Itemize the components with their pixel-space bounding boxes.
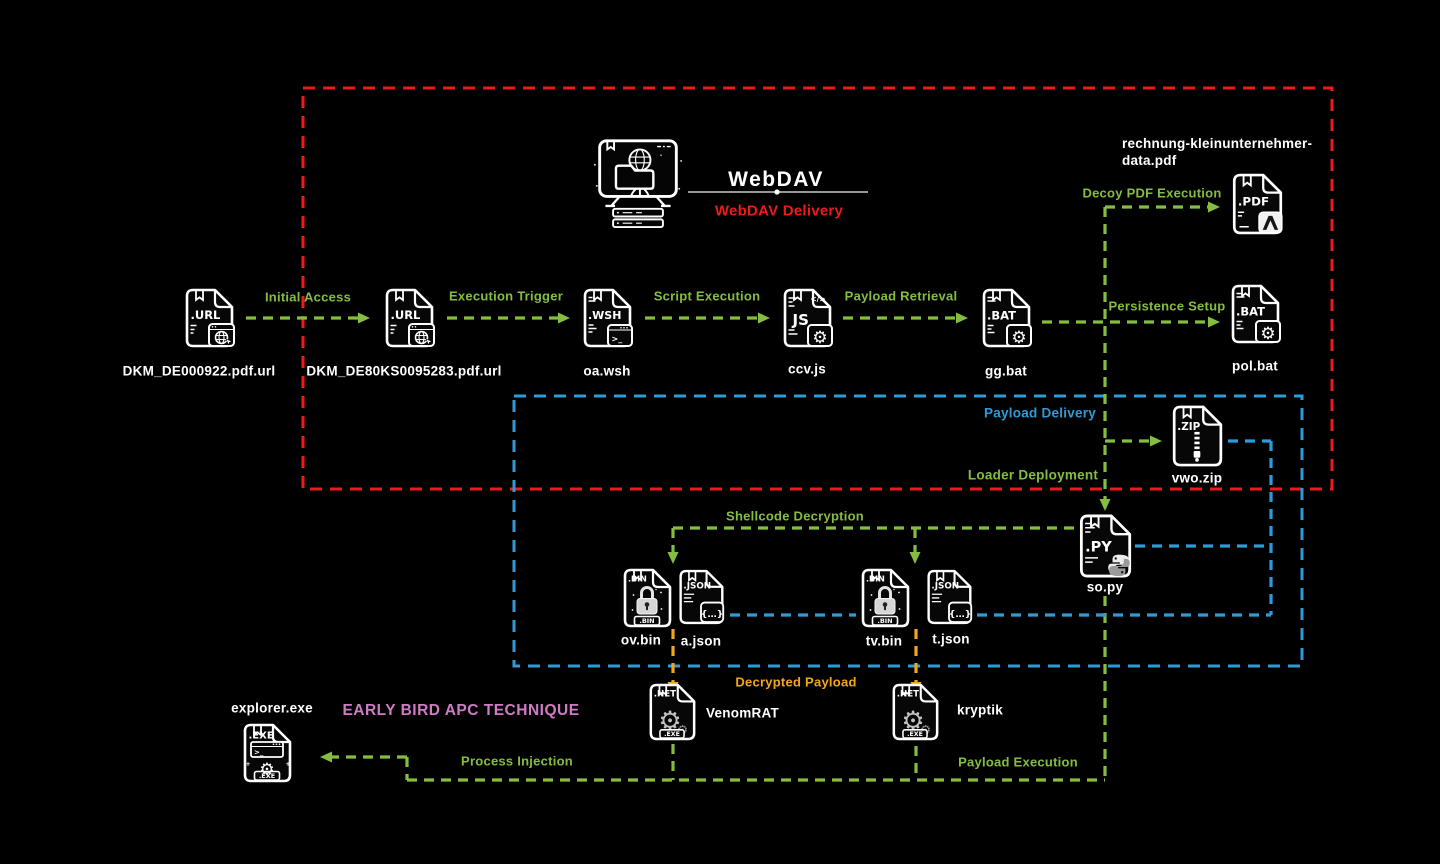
svg-text:{…}: {…} [701,609,723,620]
node-label-exe: explorer.exe [231,700,313,716]
svg-text:.URL: .URL [391,308,422,322]
node-label-bin1: ov.bin [620,632,662,648]
svg-text:.URL: .URL [191,308,222,322]
svg-text:>_: >_ [612,335,623,344]
node-label-bat1: gg.bat [985,363,1027,379]
bin-file-icon: .BIN .BIN [857,568,913,628]
edge-label-process-injection: Process Injection [461,753,573,769]
edge-label-decrypted-payload: Decrypted Payload [735,674,857,690]
svg-text:.NET: .NET [897,690,919,700]
edge-label-persistence-setup: Persistence Setup [1108,298,1226,314]
python-file-icon: .PY [1076,512,1134,580]
svg-text:.ZIP: .ZIP [1177,421,1200,433]
js-file-icon: </>JS⚙ [779,288,835,348]
edge-label-execution-trigger: Execution Trigger [448,288,564,304]
payload-delivery-boundary-box [512,394,1304,668]
svg-text:</>: </> [810,295,825,304]
svg-text:.PDF: .PDF [1238,195,1269,209]
node-label-net2: kryptik [957,702,1004,718]
svg-text:.EXE: .EXE [249,731,274,742]
svg-text:.EXE: .EXE [259,772,275,780]
node-label-bin2: tv.bin [865,633,903,649]
wsh-file-icon: .WSH >_ [579,288,635,348]
svg-text:JS: JS [792,311,809,329]
json-file-icon: .JSON {…} [924,569,974,625]
node-label-pdf: rechnung-kleinunternehmer-data.pdf [1122,136,1313,168]
edge-label-shellcode-decryption: Shellcode Decryption [726,508,864,524]
svg-text:+: + [286,761,291,768]
svg-text:⚙: ⚙ [812,328,827,348]
url-file-icon: .URL [181,288,237,348]
svg-text:.BAT: .BAT [987,309,1016,323]
svg-text:⚙: ⚙ [1011,328,1026,348]
bat-file-icon: .BAT ⚙ [978,288,1034,348]
edge-label-payload-retrieval: Payload Retrieval [844,288,958,304]
svg-text:.BIN: .BIN [639,617,654,625]
svg-text:.JSON: .JSON [683,582,711,592]
webdav-title: WebDAV [728,168,824,191]
edge-label-script-execution: Script Execution [653,288,761,304]
edge-label-decoy-pdf-execution: Decoy PDF Execution [1082,185,1222,201]
node-label-py: so.py [1086,579,1124,595]
svg-text:+: + [246,761,251,768]
edge-label-payload-delivery: Payload Delivery [983,405,1097,421]
svg-text:.BIN: .BIN [877,617,892,625]
json-file-icon: .JSON {…} [676,569,726,625]
node-label-net1: VenomRAT [706,705,780,721]
url-file-icon: .URL [381,288,437,348]
edge-label-loader-deployment: Loader Deployment [967,467,1099,483]
node-label-json1: a.json [680,633,722,649]
exe-file-icon: .EXE>_.EXE⚙++ [238,723,296,783]
edge-label-payload-execution: Payload Execution [958,754,1078,770]
node-label-js: ccv.js [787,361,827,377]
edge-label-initial-access: Initial Access [264,289,352,305]
svg-text:.BIN: .BIN [866,575,885,584]
webdav-subtitle: WebDAV Delivery [714,202,844,220]
webdav-delivery-boundary-box [301,86,1334,491]
svg-text:>_: >_ [254,749,264,757]
node-label-zip: vwo.zip [1171,470,1223,486]
svg-text:.PY: .PY [1085,539,1112,555]
node-label-url1: DKM_DE000922.pdf.url [122,363,276,379]
svg-text:⚙: ⚙ [1260,324,1275,344]
node-label-wsh: oa.wsh [583,363,631,379]
technique-label: EARLY BIRD APC TECHNIQUE [342,702,580,719]
svg-text:{…}: {…} [949,609,971,620]
svg-text:⚙: ⚙ [658,706,681,736]
dotnet-exe-icon: .NET⚙⚙.EXE [889,682,941,742]
svg-text:.NET: .NET [654,690,676,700]
bin-file-icon: .BIN .BIN [619,568,675,628]
svg-text:.WSH: .WSH [588,309,621,322]
dotnet-exe-icon: .NET⚙⚙.EXE [646,682,698,742]
zip-file-icon: .ZIP [1169,404,1225,468]
svg-text:.EXE: .EXE [907,731,923,738]
node-label-json2: t.json [932,631,970,647]
svg-text:.EXE: .EXE [664,731,680,738]
svg-text:.JSON: .JSON [931,582,959,592]
bat-file-icon: .BAT ⚙ [1227,284,1283,344]
pdf-file-icon: .PDF [1228,173,1286,235]
svg-text:.BAT: .BAT [1236,305,1265,319]
webdav-server-icon [588,136,688,228]
node-label-url2: DKM_DE80KS0095283.pdf.url [306,363,502,379]
svg-text:.BIN: .BIN [628,575,647,584]
node-label-bat2: pol.bat [1232,358,1278,374]
svg-text:⚙: ⚙ [259,760,274,780]
svg-text:⚙: ⚙ [901,706,924,736]
